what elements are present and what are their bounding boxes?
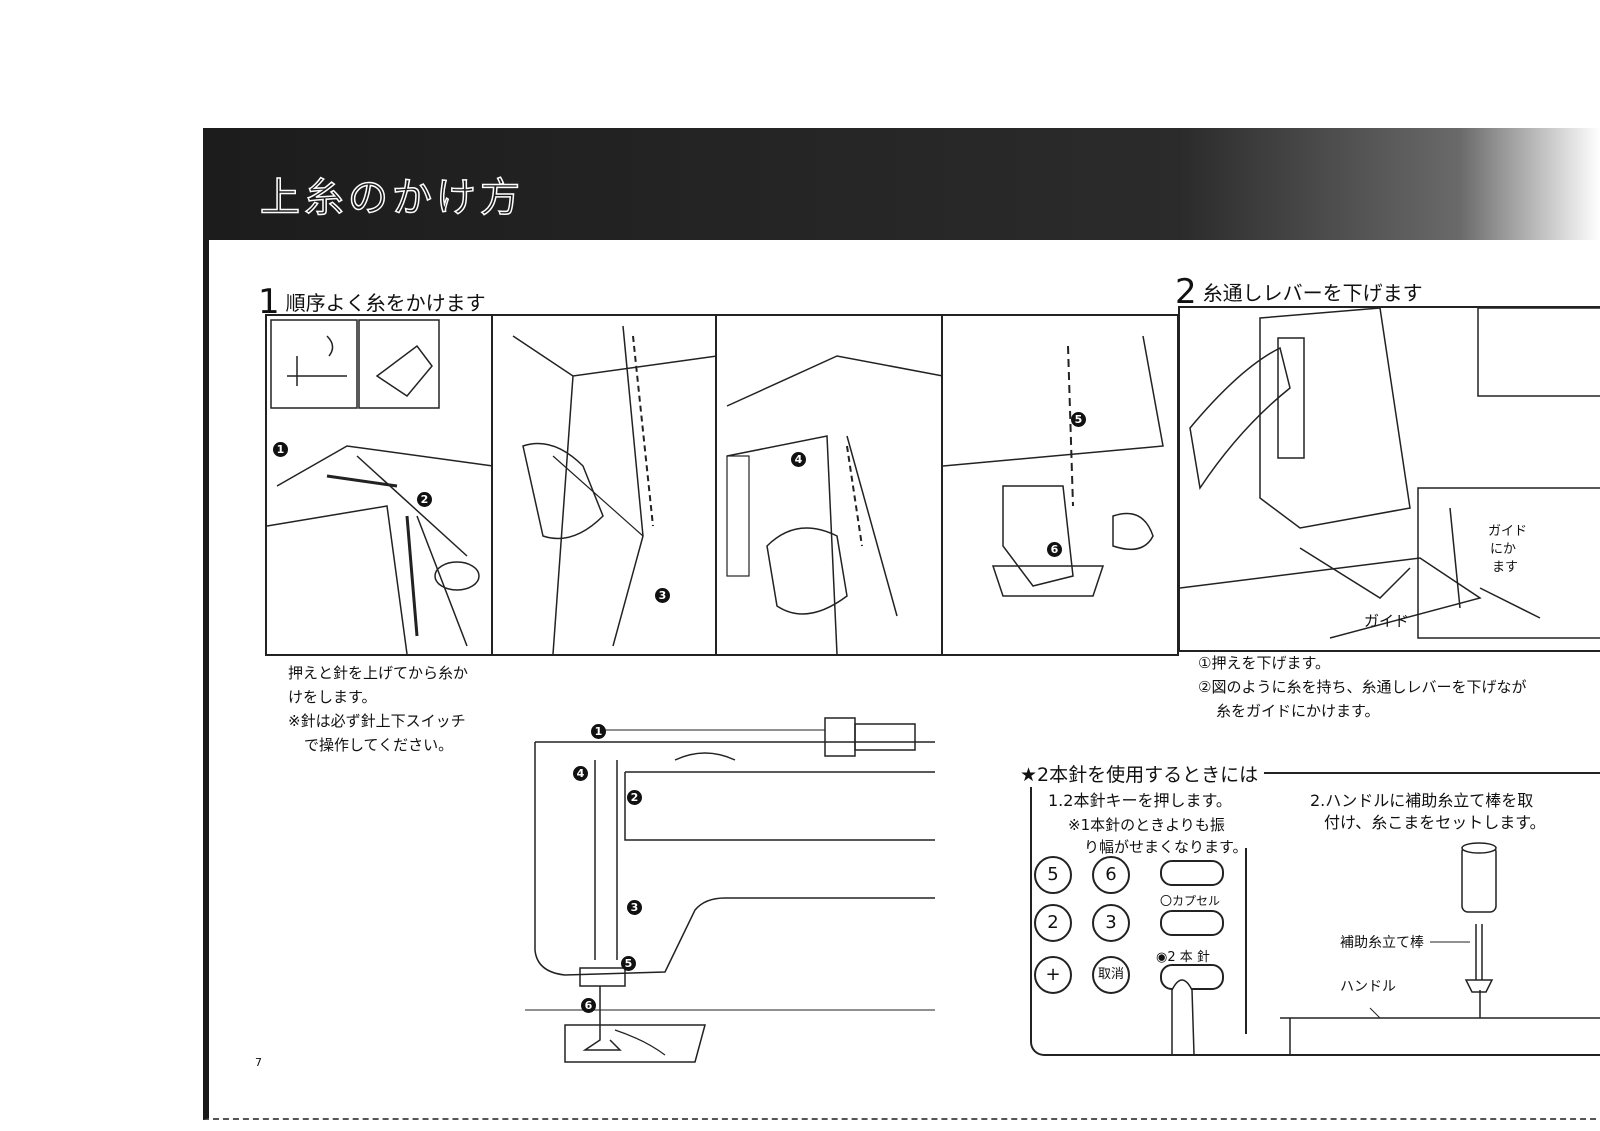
step1-panel-c: 4 (715, 314, 945, 656)
guide-inset-label-2: にか (1490, 542, 1517, 557)
takeup-lever-illustration (726, 355, 943, 654)
handle-label: ハンドル (1340, 979, 1396, 995)
twin-note-line1: ※1本針のときよりも振 (1068, 816, 1225, 834)
key-blank-oval (1160, 860, 1224, 886)
overview-marker-3: 3 (627, 900, 642, 915)
key-capsel-oval (1160, 910, 1224, 936)
step2-caption-line2: ②図のように糸を持ち、糸通しレバーを下げなが (1198, 678, 1527, 696)
key-6: 6 (1092, 856, 1130, 894)
page-number: 7 (255, 1056, 262, 1069)
step1-caption-line3: ※針は必ず針上下スイッチ (288, 712, 466, 730)
twin-item2-line2: 付け、糸こまをセットします。 (1324, 813, 1546, 832)
machine-top-illustration (267, 319, 493, 654)
guide-label: ガイド (1364, 612, 1410, 630)
twin-needle-key-label: ◉2 本 針 (1156, 950, 1210, 965)
step1-caption-line4: で操作してください。 (304, 736, 454, 754)
needle-area-illustration (943, 335, 1164, 597)
marker-4: 4 (791, 452, 806, 467)
step2-panel: ガイド ガイド にか ます (1178, 306, 1600, 652)
key-cancel: 取消 (1092, 956, 1130, 994)
twin-needle-box (1030, 770, 1600, 1056)
thread-guide-illustration (512, 325, 717, 654)
key-plus: + (1034, 956, 1072, 994)
key-5: 5 (1034, 856, 1072, 894)
twin-needle-rule (1262, 772, 1600, 774)
spool-pin-label: 補助糸立て棒 (1340, 935, 1424, 951)
marker-1: 1 (273, 442, 288, 457)
guide-inset-label-3: ます (1492, 560, 1519, 575)
step1-panel-b: 3 (491, 314, 719, 656)
marker-3: 3 (655, 588, 670, 603)
overview-marker-1: 1 (591, 724, 606, 739)
twin-item1: 1.2本針キーを押します。 (1048, 791, 1232, 810)
threader-lever-illustration (1180, 308, 1600, 639)
step2-heading-text: 糸通しレバーを下げます (1202, 281, 1423, 305)
overview-marker-4: 4 (573, 766, 588, 781)
machine-overview: 1 4 2 3 5 6 (525, 710, 935, 1066)
step1-caption-line2: けをします。 (288, 688, 377, 706)
step1-number: 1 (258, 282, 280, 322)
overview-marker-6: 6 (581, 998, 596, 1013)
twin-item2-line1: 2.ハンドルに補助糸立て棒を取 (1310, 791, 1534, 810)
spool-pin-illustration (1280, 842, 1600, 1054)
step1-heading-text: 順序よく糸をかけます (285, 291, 486, 315)
guide-inset-label-1: ガイド (1488, 524, 1528, 539)
overview-marker-2: 2 (627, 790, 642, 805)
step1-panel-a: 1 2 (265, 314, 495, 656)
marker-5: 5 (1071, 412, 1086, 427)
step2-caption-line1: ①押えを下げます。 (1198, 654, 1330, 672)
marker-6: 6 (1047, 542, 1062, 557)
twin-note-line2: り幅がせまくなります。 (1084, 838, 1248, 856)
overview-marker-5: 5 (621, 956, 636, 971)
capsel-label: 〇カプセル (1160, 894, 1221, 908)
key-3: 3 (1092, 904, 1130, 942)
marker-2: 2 (417, 492, 432, 507)
page-frame (203, 128, 1600, 1120)
finger-pressing-icon (1171, 979, 1195, 1054)
step2-number: 2 (1175, 272, 1197, 312)
step1-panel-d: 5 6 (941, 314, 1179, 656)
twin-needle-title: ★2本針を使用するときには (1020, 760, 1265, 787)
key-2: 2 (1034, 904, 1072, 942)
title-band (203, 128, 1600, 240)
step1-caption-line1: 押えと針を上げてから糸か (288, 664, 469, 682)
page-title: 上糸のかけ方 (259, 174, 524, 222)
key-panel-divider (1245, 848, 1247, 1034)
step2-caption-line3: 糸をガイドにかけます。 (1216, 702, 1380, 720)
